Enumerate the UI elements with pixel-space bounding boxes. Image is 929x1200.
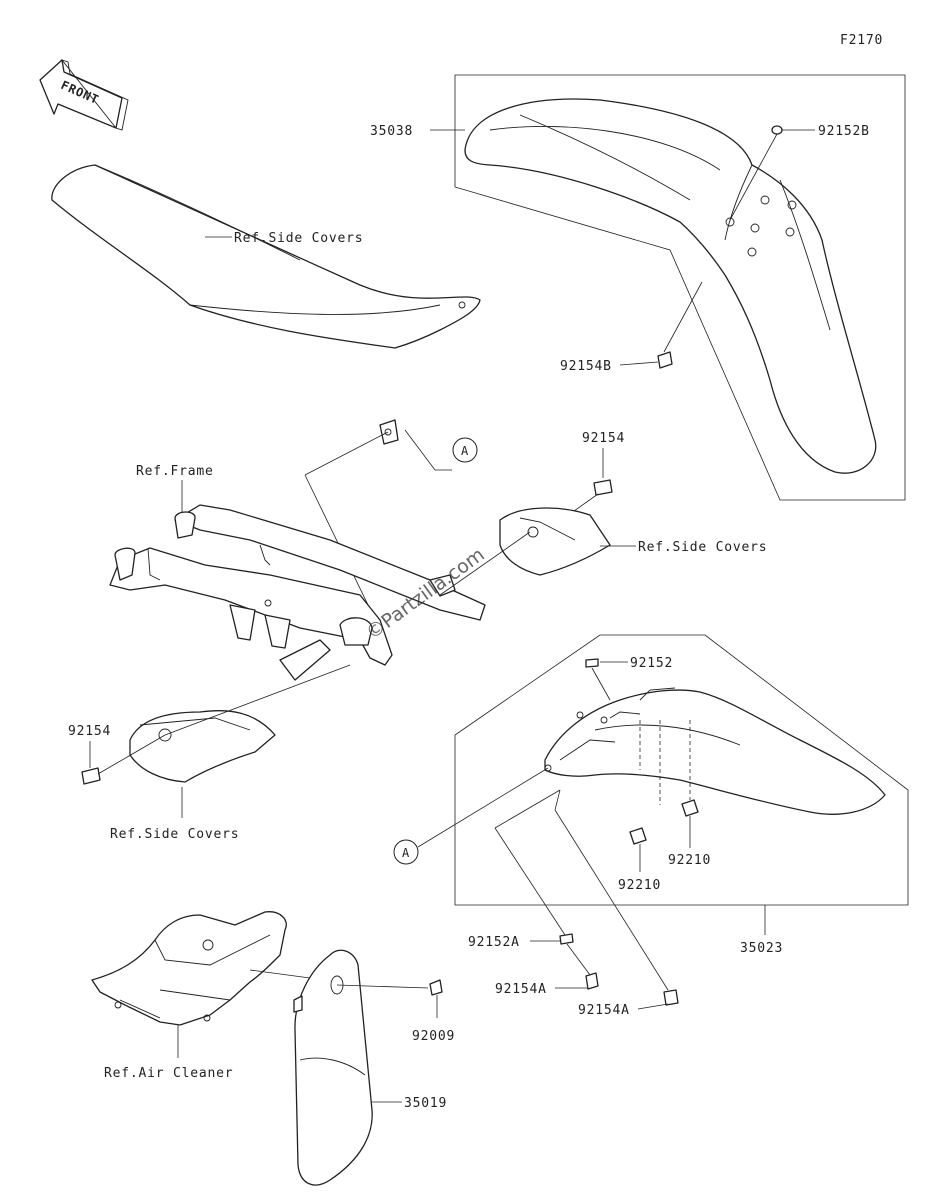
part-35023-label: 35023	[740, 941, 783, 956]
part-92152B-label: 92152B	[818, 124, 870, 139]
front-arrow-icon: FRONT	[39, 59, 129, 131]
part-92210-a-label: 92210	[618, 878, 661, 893]
ref-side-covers-seat-label: Ref.Side Covers	[234, 231, 363, 246]
part-92154-top-label: 92154	[582, 431, 625, 446]
part-92154A-b-label: 92154A	[578, 1003, 630, 1018]
nut-92210-b	[681, 799, 699, 817]
callout-a-bottom: A	[393, 839, 419, 865]
callout-a-top: A	[452, 437, 478, 463]
part-92009-label: 92009	[412, 1029, 455, 1044]
part-92154B-label: 92154B	[560, 359, 612, 374]
bolt-92154-left	[81, 767, 101, 785]
ref-air-cleaner-label: Ref.Air Cleaner	[104, 1066, 233, 1081]
part-92152A-label: 92152A	[468, 935, 520, 950]
seat	[51, 164, 481, 445]
subframe	[109, 504, 486, 681]
front-fender-group-frame	[454, 74, 906, 501]
part-35038-label: 35038	[370, 124, 413, 139]
front-fender	[464, 98, 877, 474]
part-92210-b-label: 92210	[668, 853, 711, 868]
bolt-92154-top	[593, 479, 613, 496]
grommet-92152B	[771, 125, 783, 135]
part-92154-left-label: 92154	[68, 724, 111, 739]
rear-fender-group-frame	[454, 634, 909, 906]
bolt-92154A-b	[663, 989, 679, 1006]
left-side-cover	[129, 709, 276, 783]
rear-fender	[544, 687, 886, 815]
ref-side-covers-right-label: Ref.Side Covers	[638, 540, 767, 555]
screw-92009	[429, 979, 443, 996]
bolt-92154A-a	[585, 972, 599, 990]
grommet-92152A	[559, 933, 574, 945]
grommet-92152	[585, 658, 599, 668]
nut-92210-a	[629, 827, 647, 845]
svg-text:A: A	[461, 444, 469, 458]
right-side-cover	[499, 507, 611, 576]
ref-frame-label: Ref.Frame	[136, 464, 214, 479]
part-92154A-a-label: 92154A	[495, 982, 547, 997]
part-35019-label: 35019	[404, 1096, 447, 1111]
number-plate-35019	[293, 949, 373, 1186]
watermark: ©Partzilla.com	[362, 544, 489, 644]
air-cleaner-box	[91, 911, 287, 1026]
ref-side-covers-left-label: Ref.Side Covers	[110, 827, 239, 842]
svg-text:A: A	[402, 846, 410, 860]
part-92152-label: 92152	[630, 656, 673, 671]
figure-code: F2170	[840, 33, 883, 48]
screw-92154B	[657, 351, 673, 369]
